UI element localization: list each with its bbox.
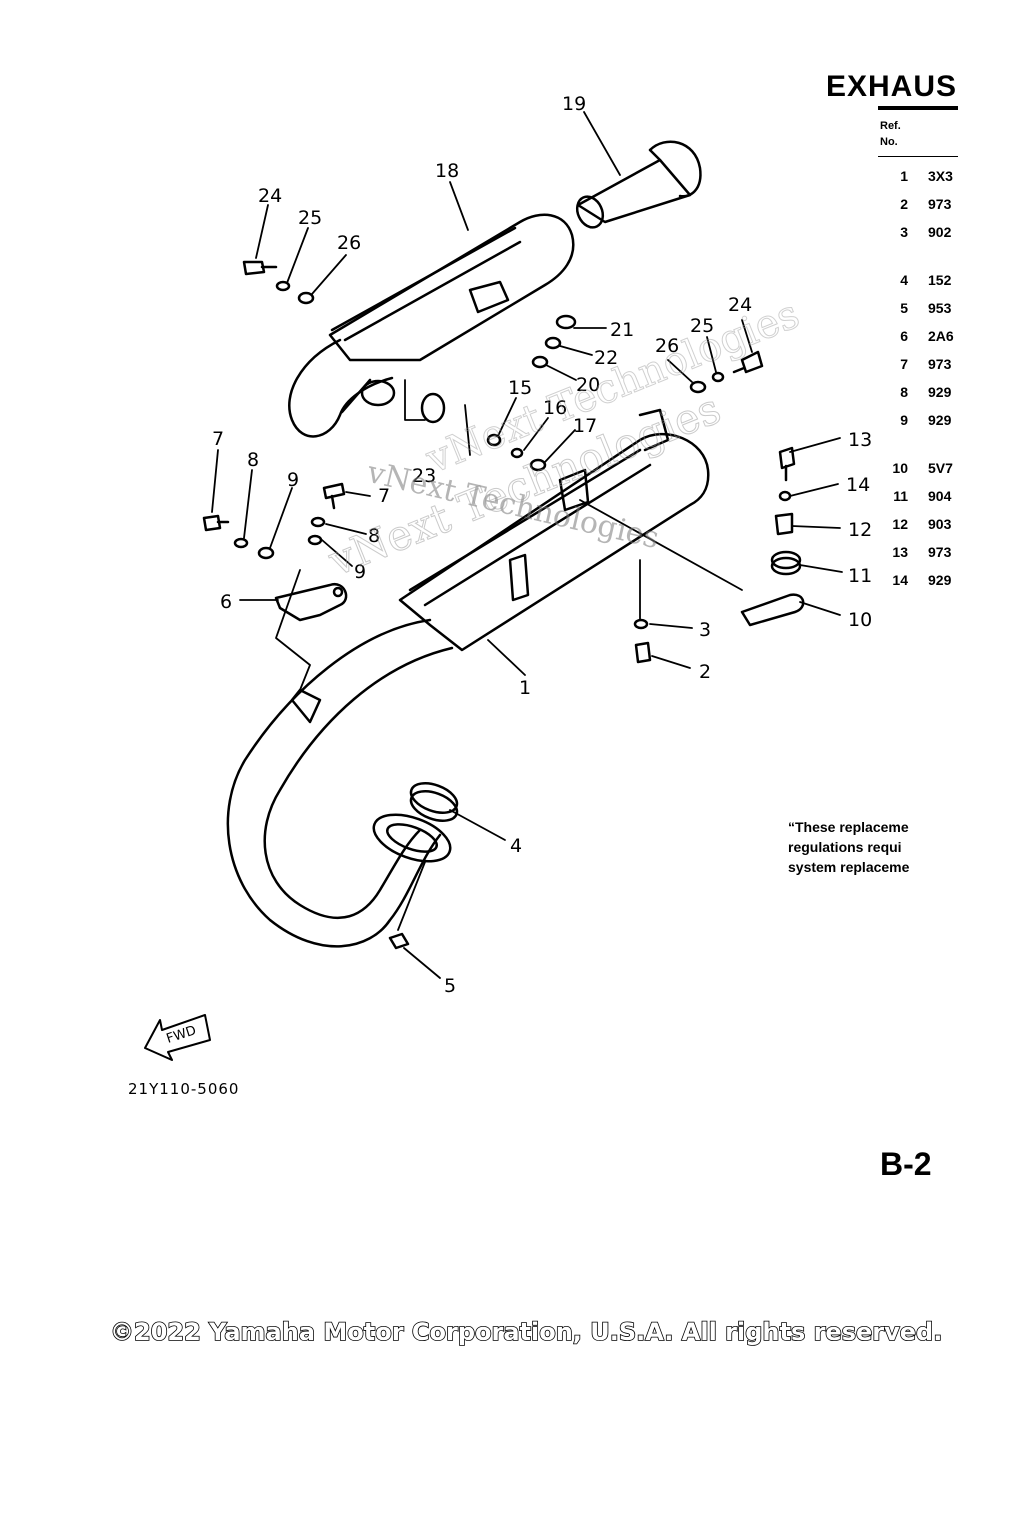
note-line: “These replaceme xyxy=(788,819,909,835)
parts-list: 1 3X3 2 973 3 902 4 152 5 953 6 2A6 7 973 8 929 9 929 10 5V… xyxy=(884,168,958,608)
ref-number: 11 xyxy=(893,488,908,504)
part-number: 3X3 xyxy=(928,168,953,184)
callout-1: 1 xyxy=(519,677,531,699)
part-number: 152 xyxy=(928,272,952,288)
callout-15: 15 xyxy=(508,377,532,399)
callout-6: 6 xyxy=(220,591,232,613)
callout-21: 21 xyxy=(610,319,634,341)
callout-11: 11 xyxy=(848,565,872,587)
part-number: 929 xyxy=(928,384,952,400)
callout-9: 9 xyxy=(287,469,299,491)
callout-12: 12 xyxy=(848,519,872,541)
callout-19: 19 xyxy=(562,93,586,115)
bracket xyxy=(274,582,348,724)
callout-17: 17 xyxy=(573,415,597,437)
title-rule xyxy=(878,106,958,110)
replacement-note: “These replaceme regulations requi syste… xyxy=(788,817,958,877)
part-number: 973 xyxy=(928,544,952,560)
callout-2: 2 xyxy=(699,661,711,683)
part-number: 2A6 xyxy=(928,328,954,344)
ref-number: 13 xyxy=(892,544,908,560)
callout-8: 8 xyxy=(247,449,259,471)
callout-10: 10 xyxy=(848,609,872,631)
mount-bracket xyxy=(740,593,805,627)
ref-number: 7 xyxy=(900,356,908,372)
callout-24: 24 xyxy=(728,294,752,316)
ref-label: Ref. xyxy=(880,120,901,132)
fasteners xyxy=(202,260,802,664)
header-divider xyxy=(878,156,958,157)
no-label: No. xyxy=(880,136,898,148)
ref-number: 10 xyxy=(892,460,908,476)
tail-pipe xyxy=(575,140,702,229)
callout-20: 20 xyxy=(576,374,600,396)
part-number: 904 xyxy=(928,488,952,504)
ref-number: 4 xyxy=(900,272,908,288)
part-number: 929 xyxy=(928,412,952,428)
part-number: 973 xyxy=(928,196,952,212)
gasket-ring xyxy=(420,392,446,424)
silencer xyxy=(288,213,575,438)
callout-18: 18 xyxy=(435,160,459,182)
callout-13: 13 xyxy=(848,429,872,451)
callout-9: 9 xyxy=(354,561,366,583)
callout-24: 24 xyxy=(258,185,282,207)
leader-lines xyxy=(211,111,843,979)
ref-number: 3 xyxy=(900,224,908,240)
callout-7: 7 xyxy=(378,485,390,507)
ref-number: 5 xyxy=(900,300,908,316)
part-number: 5V7 xyxy=(928,460,953,476)
ref-number: 12 xyxy=(892,516,908,532)
callout-26: 26 xyxy=(655,335,679,357)
note-line: system replaceme xyxy=(788,859,910,875)
part-number: 902 xyxy=(928,224,952,240)
callout-25: 25 xyxy=(690,315,714,337)
section-title: EXHAUS xyxy=(826,70,958,103)
muffler xyxy=(398,408,710,652)
callout-25: 25 xyxy=(298,207,322,229)
ref-number: 14 xyxy=(892,572,908,588)
page-number: B-2 xyxy=(880,1146,932,1182)
diagram-code: 21Y110-5060 xyxy=(128,1080,240,1098)
callout-16: 16 xyxy=(543,397,567,419)
ref-number: 1 xyxy=(900,168,908,184)
part-number: 903 xyxy=(928,516,952,532)
callout-26: 26 xyxy=(337,232,361,254)
forward-arrow-icon xyxy=(144,1014,211,1061)
copyright-notice: ©2022 Yamaha Motor Corporation, U.S.A. A… xyxy=(109,1317,943,1347)
callout-8: 8 xyxy=(368,525,380,547)
ref-no-header: Ref. No. xyxy=(880,118,901,150)
callout-7: 7 xyxy=(212,428,224,450)
header-pipe xyxy=(226,618,454,948)
note-line: regulations requi xyxy=(788,839,902,855)
part-number: 973 xyxy=(928,356,952,372)
ref-number: 8 xyxy=(900,384,908,400)
ref-number: 6 xyxy=(900,328,908,344)
ref-number: 9 xyxy=(900,412,908,428)
nut xyxy=(388,932,410,950)
ref-number: 2 xyxy=(900,196,908,212)
callout-4: 4 xyxy=(510,835,522,857)
callout-5: 5 xyxy=(444,975,456,997)
callout-3: 3 xyxy=(699,619,711,641)
part-number: 929 xyxy=(928,572,952,588)
callout-14: 14 xyxy=(846,474,870,496)
callout-23: 23 xyxy=(412,465,436,487)
part-number: 953 xyxy=(928,300,952,316)
callout-22: 22 xyxy=(594,347,618,369)
